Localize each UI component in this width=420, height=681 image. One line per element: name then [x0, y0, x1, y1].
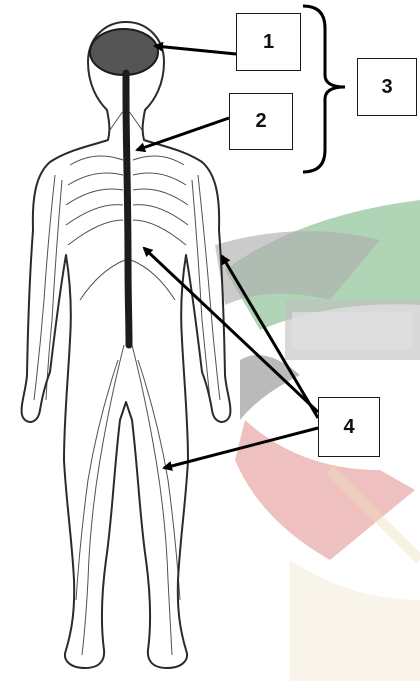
label-4-text: 4	[343, 416, 354, 439]
label-box-2: 2	[229, 93, 293, 150]
label-1-text: 1	[263, 31, 274, 54]
label-box-3: 3	[357, 58, 417, 116]
bracket-3	[303, 6, 345, 172]
arrow-1	[155, 46, 236, 54]
brain	[90, 29, 158, 75]
label-2-text: 2	[255, 110, 266, 133]
arrow-2	[137, 118, 229, 150]
label-3-text: 3	[381, 76, 392, 99]
label-box-1: 1	[236, 13, 301, 71]
spinal-cord	[126, 73, 129, 345]
label-box-4: 4	[318, 397, 380, 457]
